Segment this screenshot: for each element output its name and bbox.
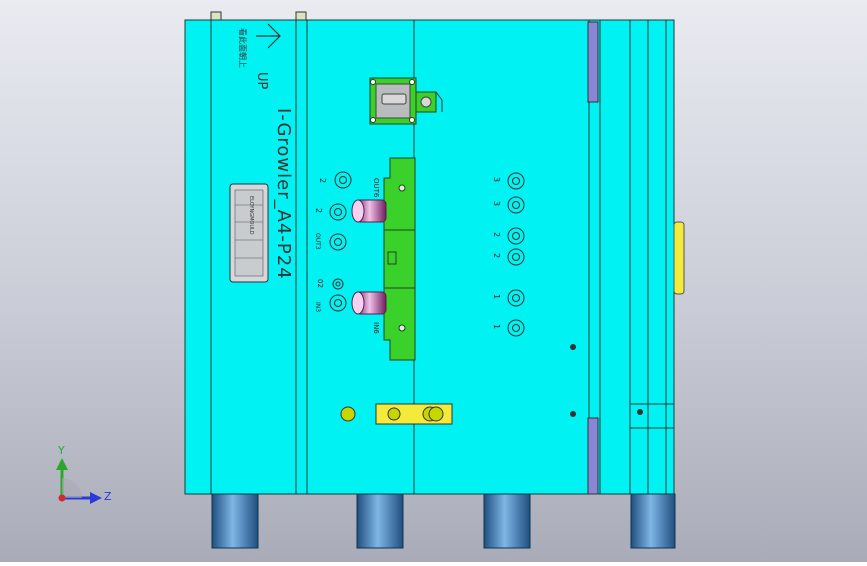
cooling-pins xyxy=(351,199,387,315)
port-label: 3 xyxy=(492,177,501,182)
port-fitting xyxy=(507,196,525,214)
port-label: 2 xyxy=(492,232,501,237)
port-label: 1 xyxy=(492,324,501,329)
port-fitting xyxy=(507,319,525,337)
top-bolt-head xyxy=(210,11,222,21)
support-pillar xyxy=(483,493,531,549)
left-ports xyxy=(329,171,352,312)
port-fitting xyxy=(332,278,344,290)
top-bolt-head xyxy=(295,11,307,21)
port-label: IN3 xyxy=(314,302,321,312)
side-boss xyxy=(673,221,685,295)
port-fitting xyxy=(329,233,347,251)
axis-y-label: Y xyxy=(57,444,65,457)
axis-z-label: Z xyxy=(104,490,112,503)
port-label-in6: IN6 xyxy=(372,322,380,334)
port-label: 02 xyxy=(316,279,324,288)
coordinate-triad-icon xyxy=(56,458,102,504)
port-fitting xyxy=(329,294,347,312)
port-fitting xyxy=(334,171,352,189)
support-pillar xyxy=(630,493,676,549)
top-clamp-plate xyxy=(184,19,212,495)
support-pillars xyxy=(211,493,676,549)
support-pillar xyxy=(211,493,259,549)
right-ports xyxy=(507,172,525,337)
ejector-plate xyxy=(629,19,675,495)
nameplate: ELOYNGMOULD xyxy=(229,183,269,283)
screw-heads xyxy=(570,344,643,417)
yellow-link xyxy=(375,403,453,425)
nameplate-text: ELOYNGMOULD xyxy=(248,196,254,235)
up-label: UP xyxy=(254,72,269,90)
port-fitting xyxy=(507,227,525,245)
port-label: 3 xyxy=(492,201,501,206)
port-fitting xyxy=(507,289,525,307)
port-fitting xyxy=(329,203,347,221)
guide-rail xyxy=(587,21,599,103)
port-label: 2 xyxy=(492,253,501,258)
port-label: 2 xyxy=(314,208,323,213)
port-fitting xyxy=(507,248,525,266)
part-name: I-Growler_A4-P24 xyxy=(273,108,294,280)
port-fitting xyxy=(507,172,525,190)
port-label: 1 xyxy=(492,294,501,299)
support-plate xyxy=(599,19,631,495)
green-insert xyxy=(383,157,416,361)
port-label-out6: OUT6 xyxy=(372,178,380,198)
chinese-note: 看此面朝上 xyxy=(238,28,248,68)
up-arrow-icon xyxy=(256,23,281,49)
port-label: 2 xyxy=(318,178,327,183)
support-pillar xyxy=(356,493,404,549)
port-label: OUT3 xyxy=(314,233,321,250)
top-clamp-block xyxy=(369,77,443,125)
yellow-screw xyxy=(340,406,356,422)
guide-rail xyxy=(587,417,599,495)
